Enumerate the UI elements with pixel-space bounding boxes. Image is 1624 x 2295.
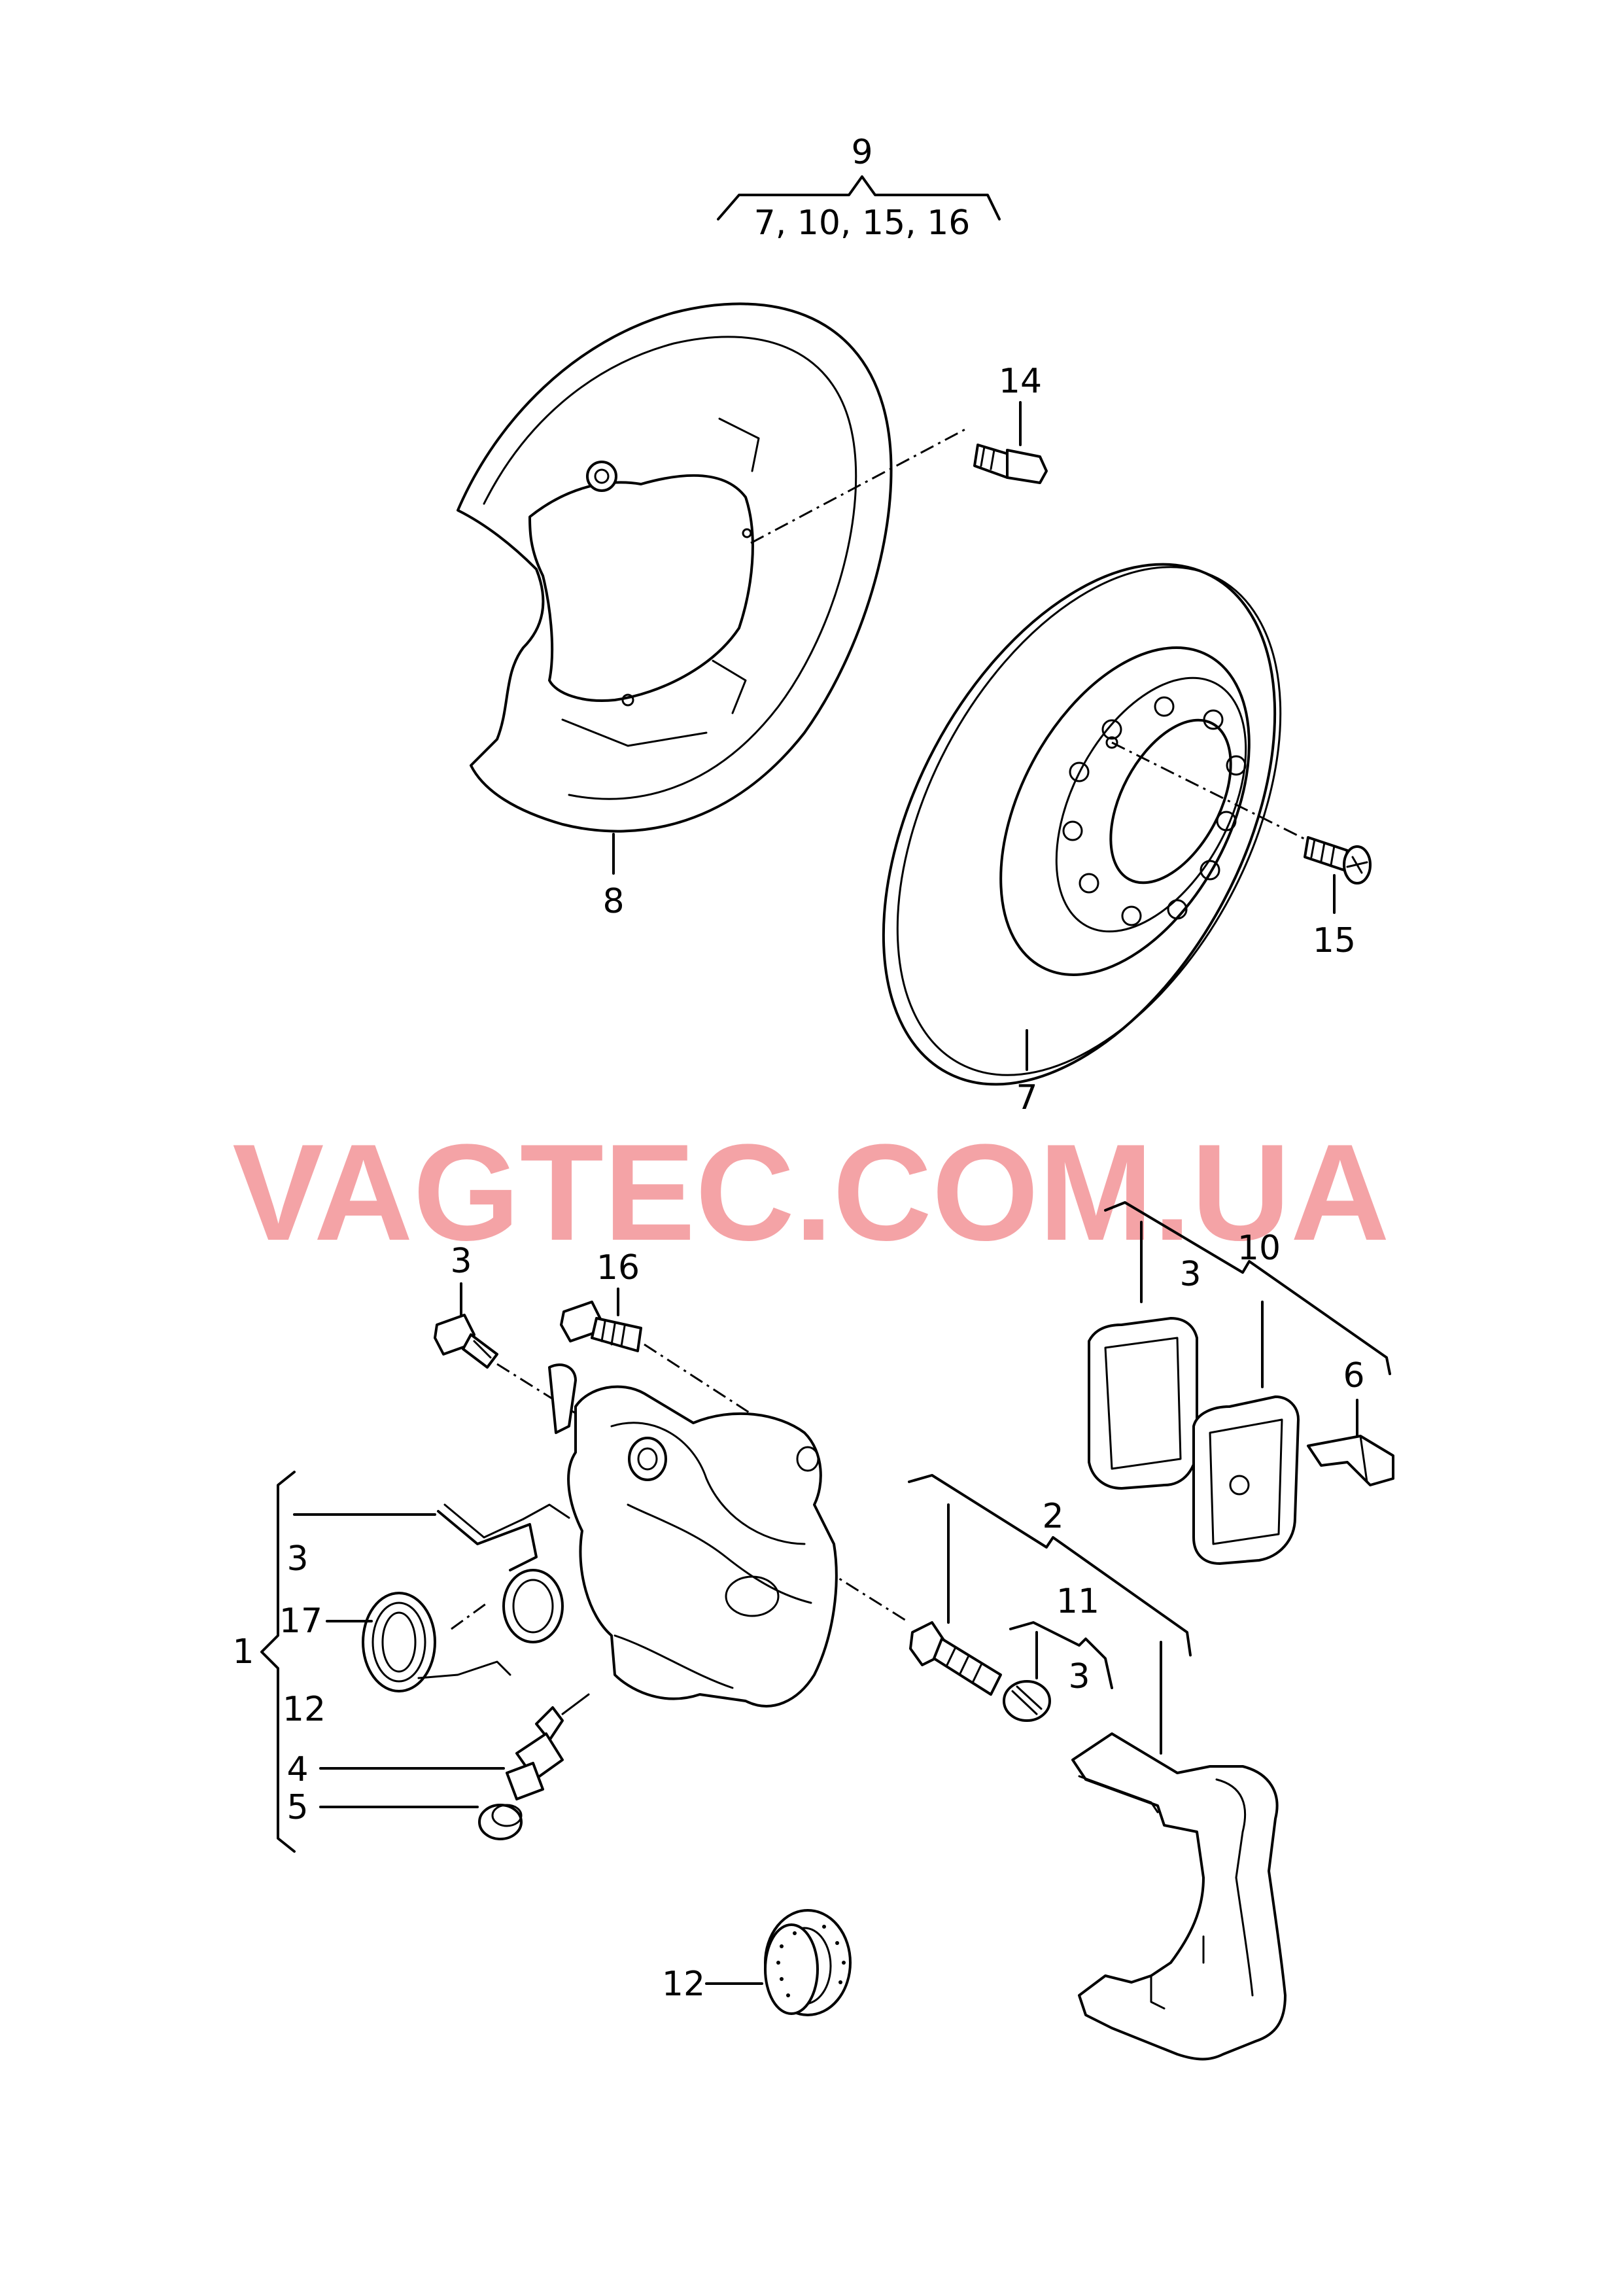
bolt-3	[434, 1314, 910, 1624]
caliper-carrier	[1071, 1732, 1287, 2061]
callout-17: 17	[279, 1602, 322, 1641]
callout-3-pads: 3	[1179, 1255, 1201, 1294]
dust-cap-5	[478, 1804, 523, 1840]
bolt-14	[750, 427, 1048, 544]
wheel-stud-holes	[1062, 696, 1247, 926]
callout-16: 16	[596, 1248, 640, 1288]
callout-9-group: 9 7, 10, 15, 16	[717, 133, 1001, 243]
callout-2-group: 2	[908, 1474, 1192, 1755]
bleeder-valve-4	[506, 1693, 590, 1800]
brake-caliper	[548, 1363, 838, 1708]
coil-spring-17	[362, 1569, 564, 1692]
callout-3-guide: 3	[1068, 1657, 1090, 1696]
callout-5: 5	[286, 1788, 308, 1827]
callout-12-left: 12	[283, 1690, 326, 1729]
callout-1-bracket: 1	[232, 1471, 296, 1853]
callout-8: 8	[602, 882, 624, 921]
watermark: VAGTEC.COM.UA	[232, 1115, 1389, 1269]
anti-rattle-clip-6	[1307, 1435, 1394, 1486]
callout-7: 7	[1016, 1078, 1037, 1117]
brake-pad-inner	[1088, 1317, 1198, 1490]
callout-6: 6	[1343, 1356, 1364, 1395]
screw-15	[1111, 741, 1372, 885]
brake-pad-outer	[1192, 1395, 1300, 1565]
callout-3-left: 3	[286, 1539, 308, 1579]
callout-11: 11	[1056, 1582, 1099, 1621]
guide-bushing	[1003, 1680, 1051, 1722]
grommet-12	[764, 1909, 852, 2016]
callout-10: 10	[1237, 1229, 1281, 1268]
bolt-16	[560, 1301, 766, 1424]
callout-9-group-list: 7, 10, 15, 16	[754, 203, 971, 243]
callout-15: 15	[1313, 921, 1356, 960]
callout-9: 9	[851, 133, 872, 172]
callout-2: 2	[1042, 1497, 1063, 1536]
callout-11-group: 11 3	[1009, 1582, 1113, 1696]
shield-bolt-hole	[586, 461, 617, 492]
callout-12-bottom: 12	[662, 1965, 705, 2004]
brake-disc	[882, 563, 1282, 1086]
callout-3-bolt: 3	[450, 1242, 472, 1281]
retaining-spring	[437, 1503, 570, 1571]
guide-pin	[909, 1621, 1002, 1696]
callout-1: 1	[232, 1632, 254, 1672]
brake-splash-shield	[457, 302, 893, 833]
callout-10-group: 10 3 6	[1104, 1201, 1391, 1441]
callout-4: 4	[286, 1750, 308, 1789]
callout-14: 14	[999, 362, 1042, 401]
